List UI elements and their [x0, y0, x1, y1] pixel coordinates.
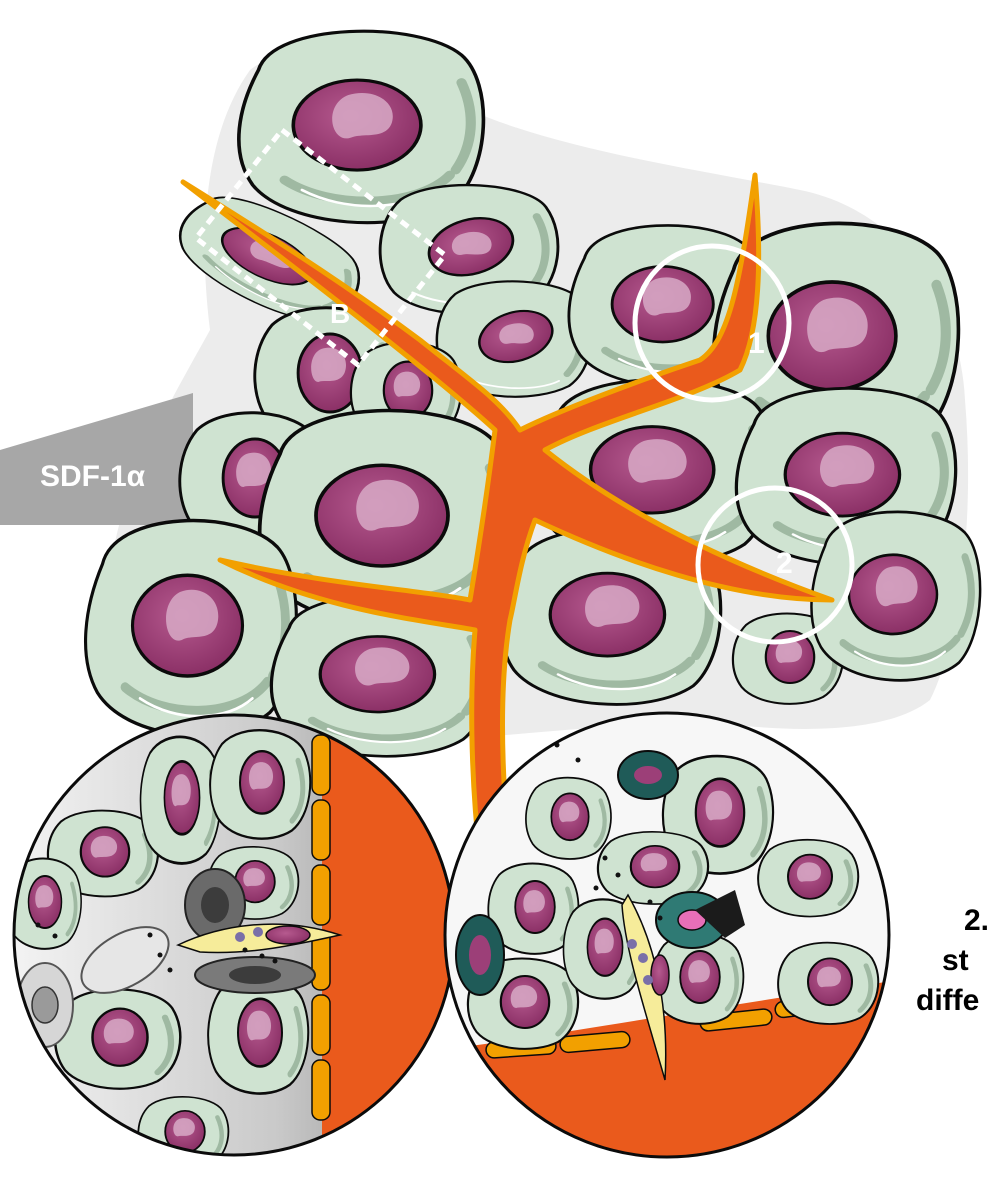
sdf-gradient-wedge: SDF-1α	[0, 393, 193, 525]
cell	[811, 512, 980, 680]
circle-1-number: 1	[748, 327, 765, 360]
box-label: B	[330, 298, 350, 329]
side-caption-line-2: st	[942, 944, 969, 977]
side-caption-line-1: 2.	[964, 904, 989, 937]
circle-2-number: 2	[776, 547, 793, 580]
sdf-label: SDF-1α	[40, 460, 146, 493]
side-caption-line-3: diffe	[916, 984, 979, 1017]
cell	[86, 521, 297, 735]
side-caption: 2. st diffe	[916, 904, 989, 1017]
